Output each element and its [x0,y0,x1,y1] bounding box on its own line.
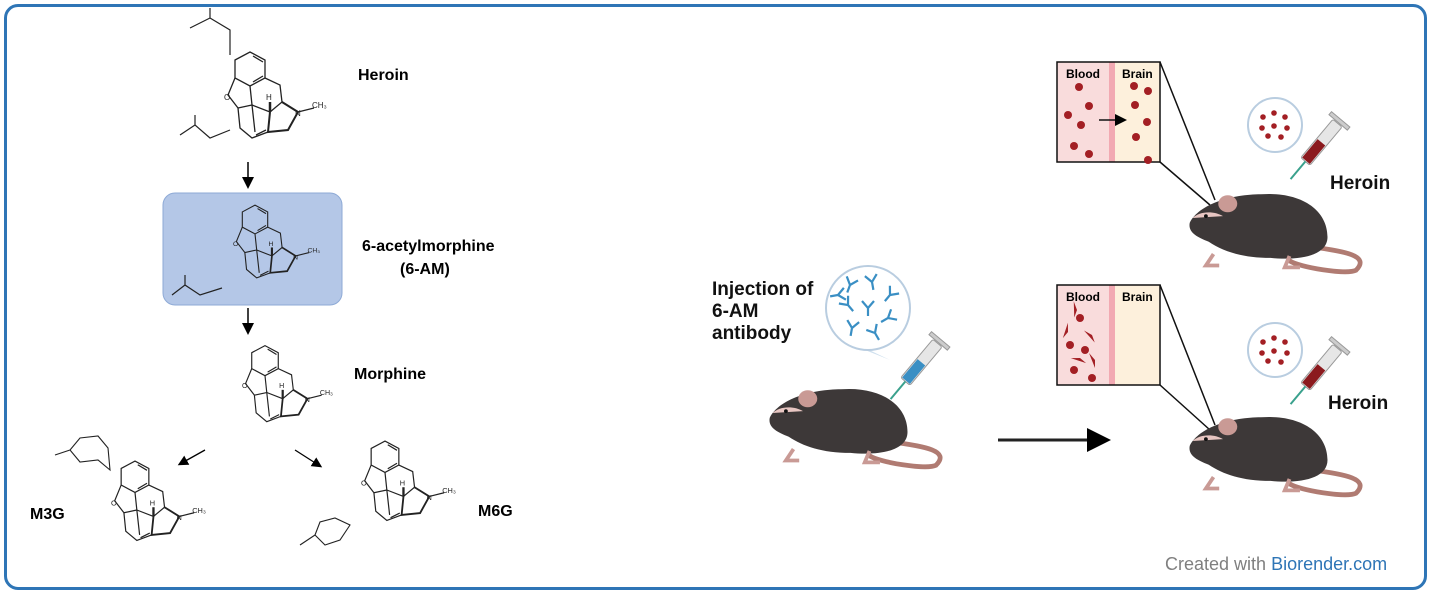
drug-particle [1271,335,1277,341]
label-6am-abbr: (6-AM) [400,261,450,278]
figure-frame [4,4,1427,590]
drug-particle [1260,339,1266,345]
drug-particle [1070,366,1078,374]
drug-particle [1278,359,1284,365]
m3g-structure [109,459,208,542]
bbb-panel-top: Blood Brain [1056,61,1216,206]
injection-line-2: 6-AM [712,301,759,322]
bbb-panel-bottom: Blood Brain [1056,284,1216,431]
antibody-icon [864,273,878,291]
heroin-label-top: Heroin [1330,173,1391,194]
drug-particle [1278,134,1284,140]
label-m6g: M6G [478,503,513,520]
m6g-structure [359,439,458,522]
injection-line-3: antibody [712,323,792,344]
drug-particle [1259,350,1265,356]
drug-particle [1144,156,1152,164]
drug-particle [1085,102,1093,110]
antibody-icon [1062,322,1078,339]
label-m3g: M3G [30,506,65,523]
antibody-icon [838,295,854,312]
brain-label-bottom: Brain [1122,290,1153,304]
blood-label-bottom: Blood [1066,290,1100,304]
drug-particle [1066,341,1074,349]
drug-particle [1271,123,1277,129]
drug-particle [1131,101,1139,109]
drug-particle [1130,82,1138,90]
antibody-icon [880,308,898,323]
label-heroin: Heroin [358,67,409,84]
drug-particle [1144,87,1152,95]
m3g-glucuronide [54,435,111,472]
morphine-structure [240,344,335,424]
antibody-icon [1083,326,1096,343]
brain-label-top: Brain [1122,67,1153,81]
credit-brand-link[interactable]: Biorender.com [1271,554,1388,574]
m6g-glucuronide [299,517,351,546]
antibody-icon [1089,353,1101,368]
drug-particle [1271,110,1277,116]
arrow-morphine-to-m6g [294,449,323,468]
6am-highlight-box [162,192,343,306]
mouse-antibody-injected [769,389,940,467]
antibody-icon [829,287,847,301]
drug-particle [1076,314,1084,322]
antibody-icon [1070,348,1087,364]
drug-particle [1271,348,1277,354]
antibody-icon [1073,301,1086,318]
drug-particle [1088,374,1096,382]
drug-particle [1282,339,1288,345]
antibody-icon [884,285,900,302]
heroin-acetyl-bottom [179,115,231,139]
drug-particle [1064,111,1072,119]
mouse-top [1189,194,1360,272]
heroin-structure [222,50,329,140]
antibody-icon [846,319,860,337]
drug-particle [1081,346,1089,354]
antibody-icon [861,300,875,316]
label-6am: 6-acetylmorphine [362,238,495,255]
heroin-label-bottom: Heroin [1328,393,1389,414]
drug-particle [1077,121,1085,129]
antibody-icon [865,323,880,341]
injection-label: Injection of 6-AM antibody [712,279,813,345]
drug-particle [1260,114,1266,120]
drug-particle [1284,350,1290,356]
antibody-icon [845,275,859,293]
biorender-credit: Created with Biorender.com [1165,554,1387,575]
drug-particle [1070,142,1078,150]
heroin-acetyl-top [189,8,231,55]
6am-acetyl [171,275,223,296]
drug-particle [1259,125,1265,131]
drug-particle [1282,114,1288,120]
drug-particle [1265,358,1271,364]
drug-particle [1132,133,1140,141]
drug-particle [1265,133,1271,139]
drug-particle [1075,83,1083,91]
arrow-morphine-to-m3g [177,449,206,466]
label-morphine: Morphine [354,366,426,383]
antibody-icons [829,273,900,341]
injection-line-1: Injection of [712,279,814,300]
mouse-bottom [1189,417,1360,495]
drug-particle [1143,118,1151,126]
drug-particle [1284,125,1290,131]
credit-prefix: Created with [1165,554,1272,574]
drug-particle [1085,150,1093,158]
blood-label-top: Blood [1066,67,1100,81]
